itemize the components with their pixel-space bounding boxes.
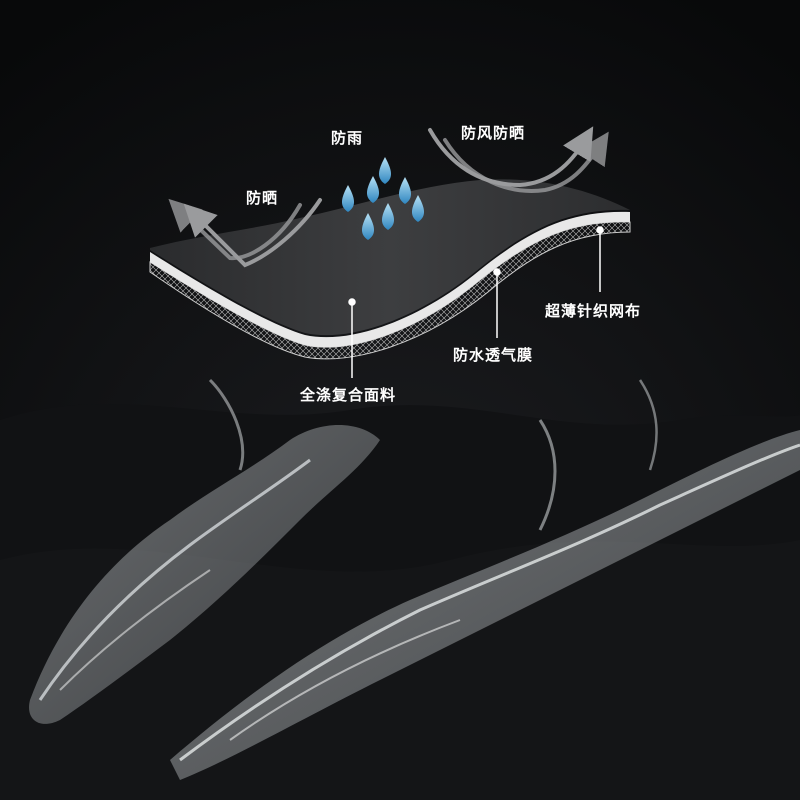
label-sunproof: 防晒: [246, 189, 279, 207]
water-splash-right: [170, 379, 800, 780]
fabric-layers: [149, 179, 631, 360]
label-fabric: 全涤复合面料: [300, 386, 397, 404]
water-drop-icon: [341, 157, 425, 240]
label-rainproof: 防雨: [331, 129, 364, 147]
sun-arrow-icon: [168, 198, 322, 268]
polyester-layer: [150, 179, 630, 336]
label-membrane: 防水透气膜: [453, 346, 534, 364]
water-splash-left: [29, 378, 381, 724]
membrane-layer: [150, 211, 630, 348]
label-windproof-sunproof: 防风防晒: [461, 124, 526, 142]
wind-arrow-icon: [428, 126, 609, 193]
leader-lines: [348, 226, 604, 378]
label-knit-mesh: 超薄针织网布: [545, 302, 642, 320]
